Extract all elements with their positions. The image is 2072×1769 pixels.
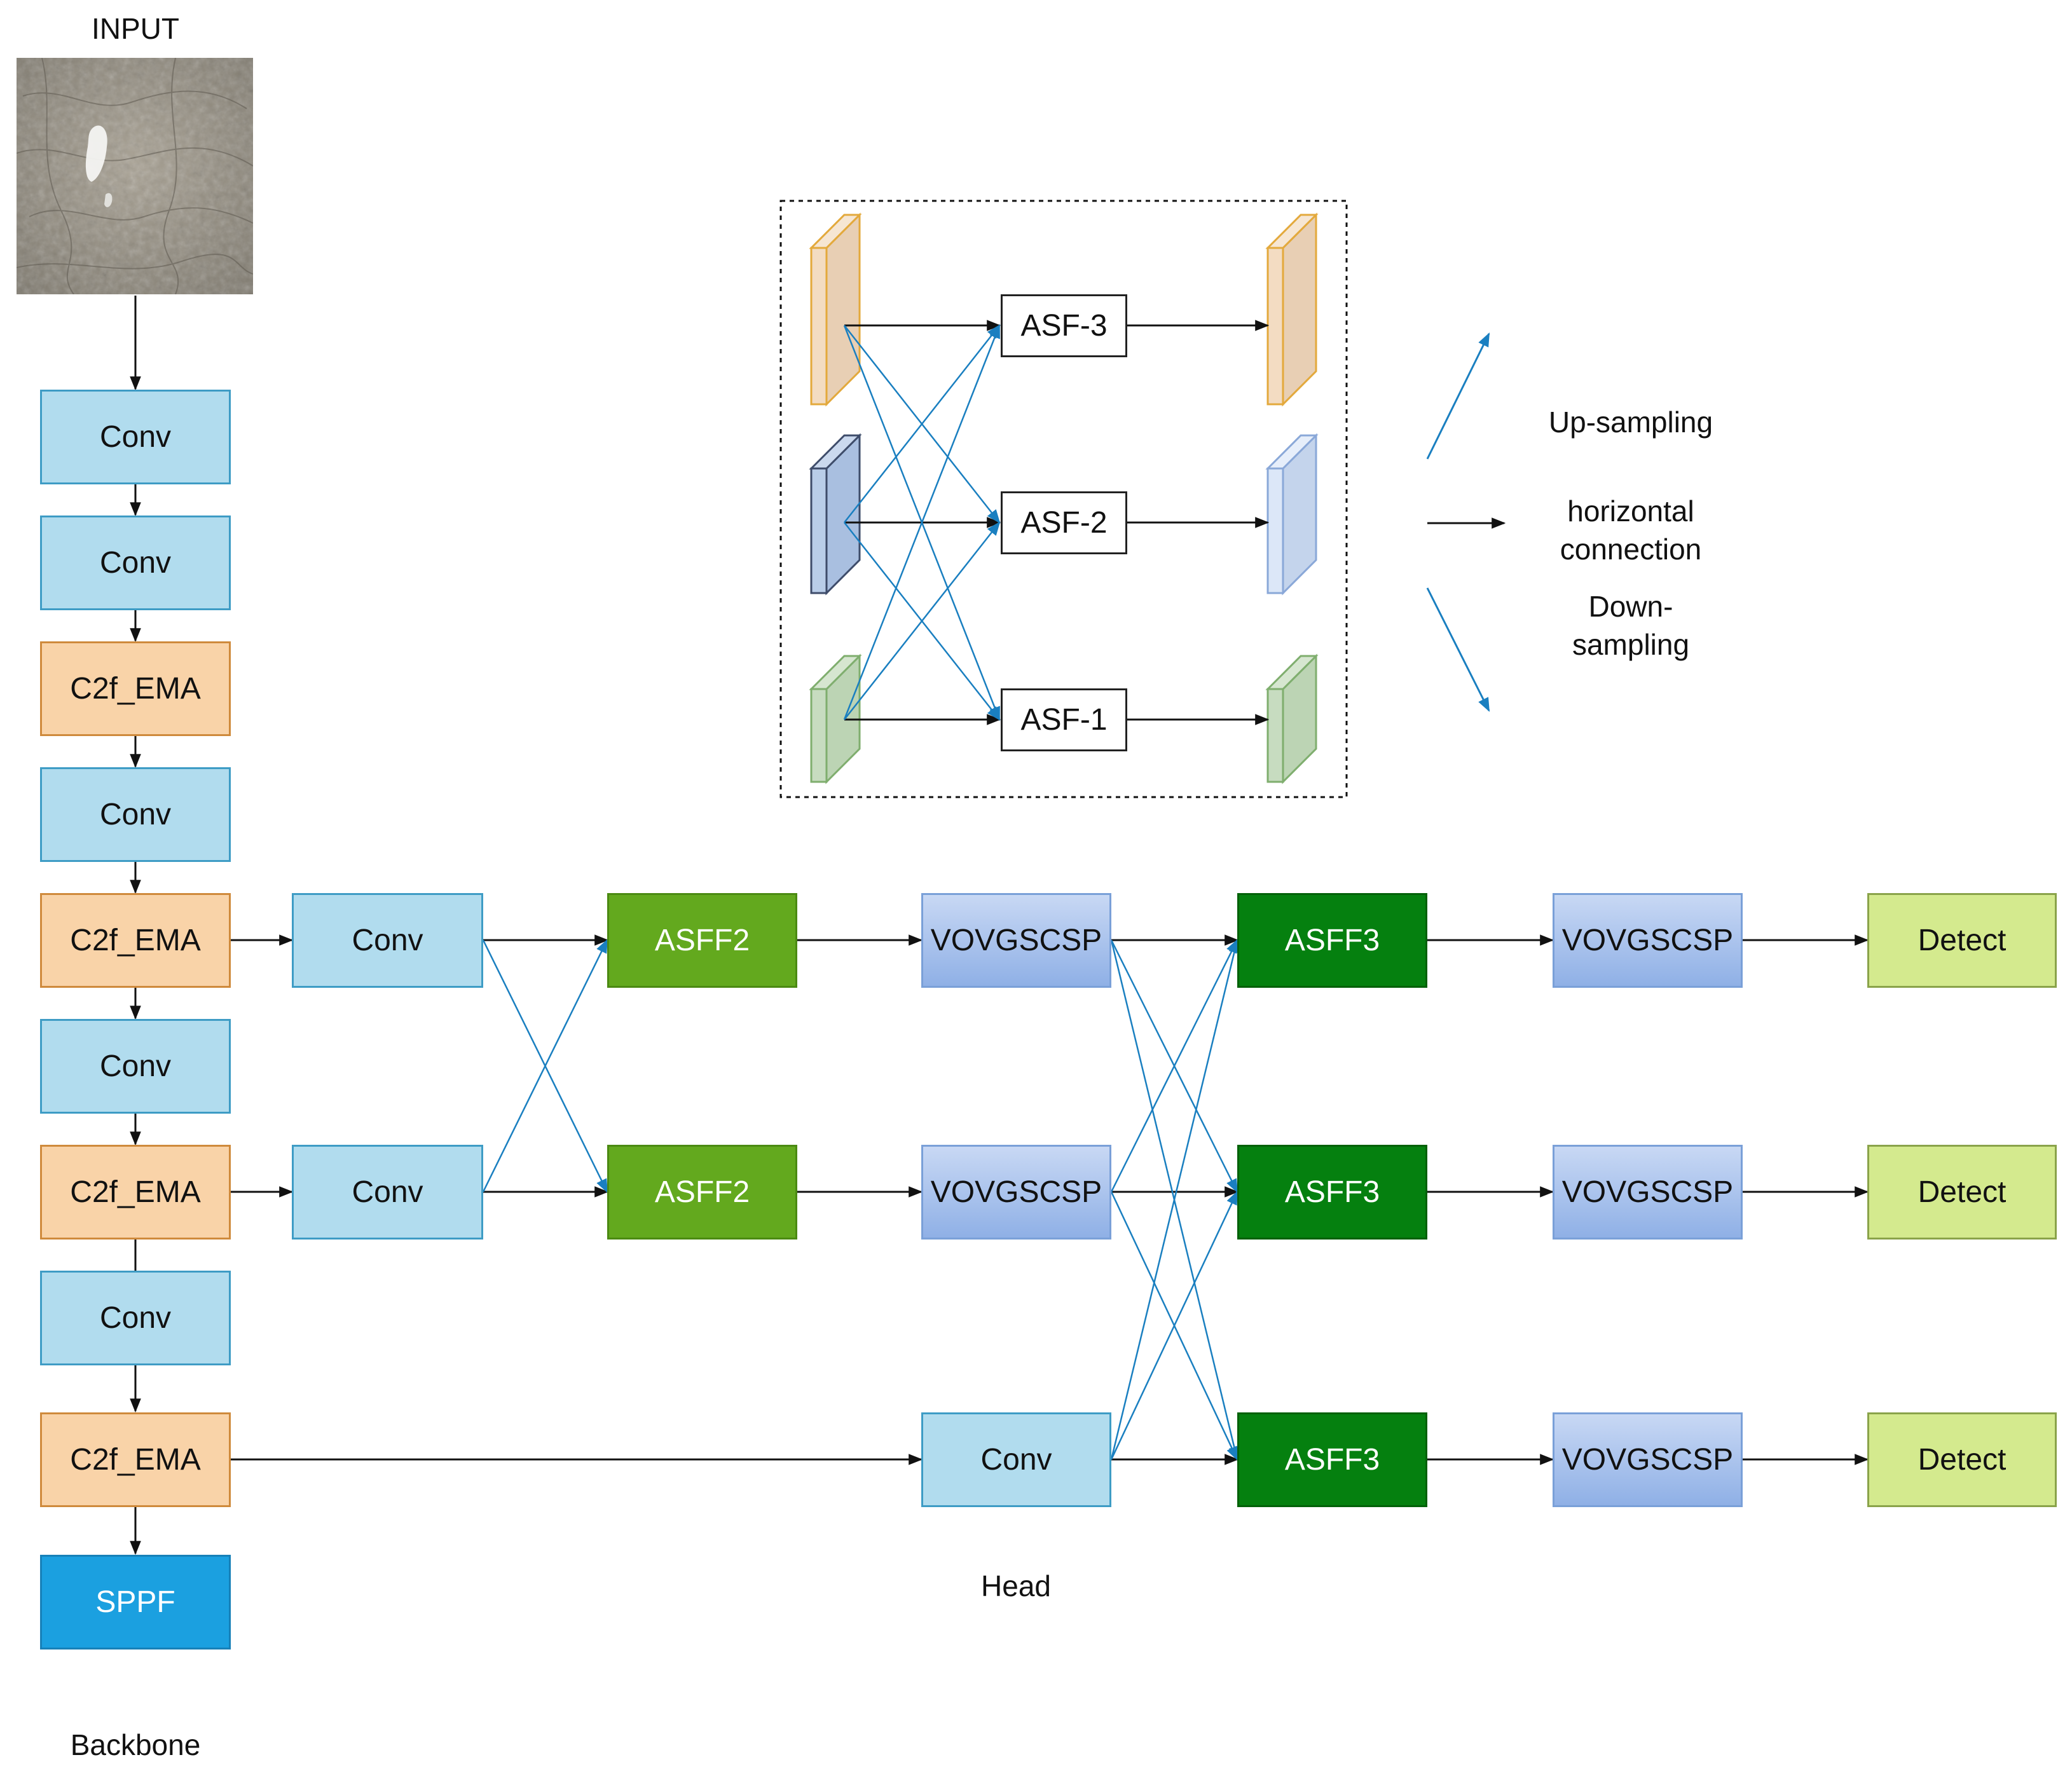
inset-feature-maps [809, 212, 1319, 784]
neck-conv-1: Conv [292, 893, 483, 988]
head-label: Head [981, 1569, 1051, 1602]
feature-map-right-blue [1265, 433, 1319, 596]
input-image [17, 58, 253, 294]
neck-cross-arrows [482, 938, 1240, 1461]
neck-conv-3: Conv [921, 1412, 1111, 1507]
detect-block-2: Detect [1867, 1145, 2057, 1240]
asff2-block-1: ASFF2 [607, 893, 797, 988]
asff2-block-2: ASFF2 [607, 1145, 797, 1240]
feature-map-left-orange [809, 212, 862, 407]
backbone-conv-5: Conv [40, 1271, 231, 1365]
vovgscsp-block-1: VOVGSCSP [921, 893, 1111, 988]
backbone-conv-2: Conv [40, 516, 231, 610]
legend-arrows [1426, 332, 1506, 712]
feature-map-right-green [1265, 653, 1319, 784]
asf-2-block: ASF-2 [1001, 491, 1127, 554]
legend-up-sampling: Up-sampling [1548, 406, 1713, 439]
detect-block-3: Detect [1867, 1412, 2057, 1507]
asff3-block-2: ASFF3 [1237, 1145, 1427, 1240]
legend-horizontal-connection: horizontal connection [1500, 493, 1761, 569]
vovgscsp-block-4: VOVGSCSP [1553, 1145, 1743, 1240]
backbone-label: Backbone [70, 1728, 201, 1761]
asff-inset-frame [779, 200, 1348, 798]
asff3-block-1: ASFF3 [1237, 893, 1427, 988]
legend-down-line-1: Down- [1588, 590, 1673, 623]
legend-down-line-2: sampling [1572, 627, 1690, 661]
backbone-c2f-ema-1: C2f_EMA [40, 641, 231, 736]
vovgscsp-block-2: VOVGSCSP [921, 1145, 1111, 1240]
asff3-block-3: ASFF3 [1237, 1412, 1427, 1507]
detect-block-1: Detect [1867, 893, 2057, 988]
vovgscsp-block-3: VOVGSCSP [1553, 893, 1743, 988]
backbone-conv-4: Conv [40, 1019, 231, 1114]
inset-blue-arrows [843, 324, 1001, 721]
inset-black-arrows [844, 320, 1270, 725]
feature-map-right-orange [1265, 212, 1319, 407]
backbone-c2f-ema-4: C2f_EMA [40, 1412, 231, 1507]
vovgscsp-block-5: VOVGSCSP [1553, 1412, 1743, 1507]
legend-up-arrow [1426, 332, 1490, 460]
feature-map-left-green [809, 653, 862, 784]
backbone-sppf: SPPF [40, 1555, 231, 1649]
input-label: INPUT [92, 12, 179, 45]
backbone-conv-1: Conv [40, 390, 231, 484]
legend-horizontal-line-2: connection [1560, 532, 1702, 566]
backbone-c2f-ema-3: C2f_EMA [40, 1145, 231, 1240]
feature-map-left-blue [809, 433, 862, 596]
legend-down-arrow [1426, 587, 1490, 712]
asf-1-block: ASF-1 [1001, 688, 1127, 751]
backbone-c2f-ema-2: C2f_EMA [40, 893, 231, 988]
backbone-conv-3: Conv [40, 767, 231, 862]
neck-conv-2: Conv [292, 1145, 483, 1240]
defect-mark [85, 125, 107, 182]
neck-horizontal-arrows [231, 934, 1869, 1465]
legend-down-sampling: Down- sampling [1500, 588, 1761, 664]
asf-3-block: ASF-3 [1001, 294, 1127, 357]
legend-horizontal-line-1: horizontal [1567, 495, 1694, 528]
